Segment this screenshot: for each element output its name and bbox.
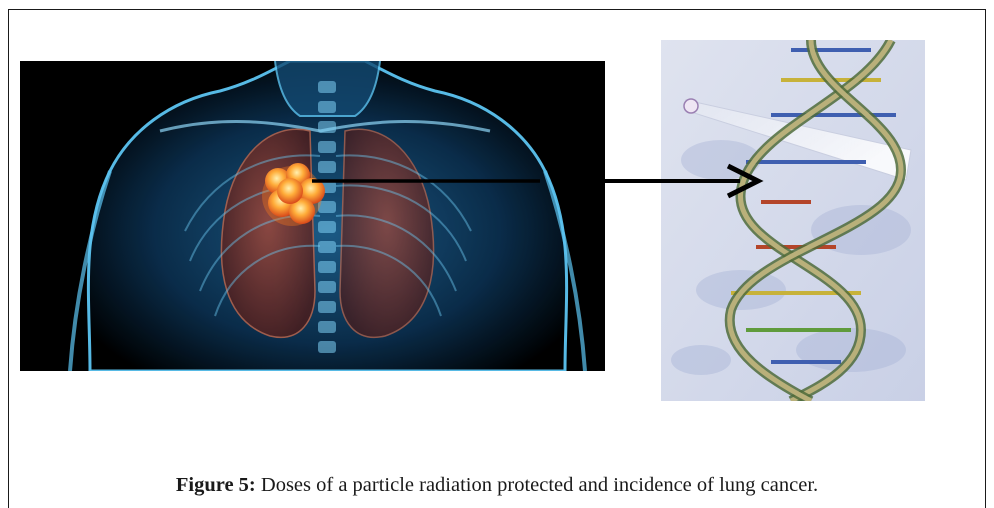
figure-caption: Figure 5: Doses of a particle radiation … (0, 474, 994, 497)
dna-image (661, 40, 925, 401)
thorax-image (20, 61, 605, 371)
figure-label: Figure 5: (176, 474, 256, 496)
dna-double-helix-radiation-illustration (661, 40, 925, 401)
thorax-lungs-tumor-illustration (20, 61, 605, 371)
figure-caption-text: Doses of a particle radiation protected … (261, 474, 818, 496)
